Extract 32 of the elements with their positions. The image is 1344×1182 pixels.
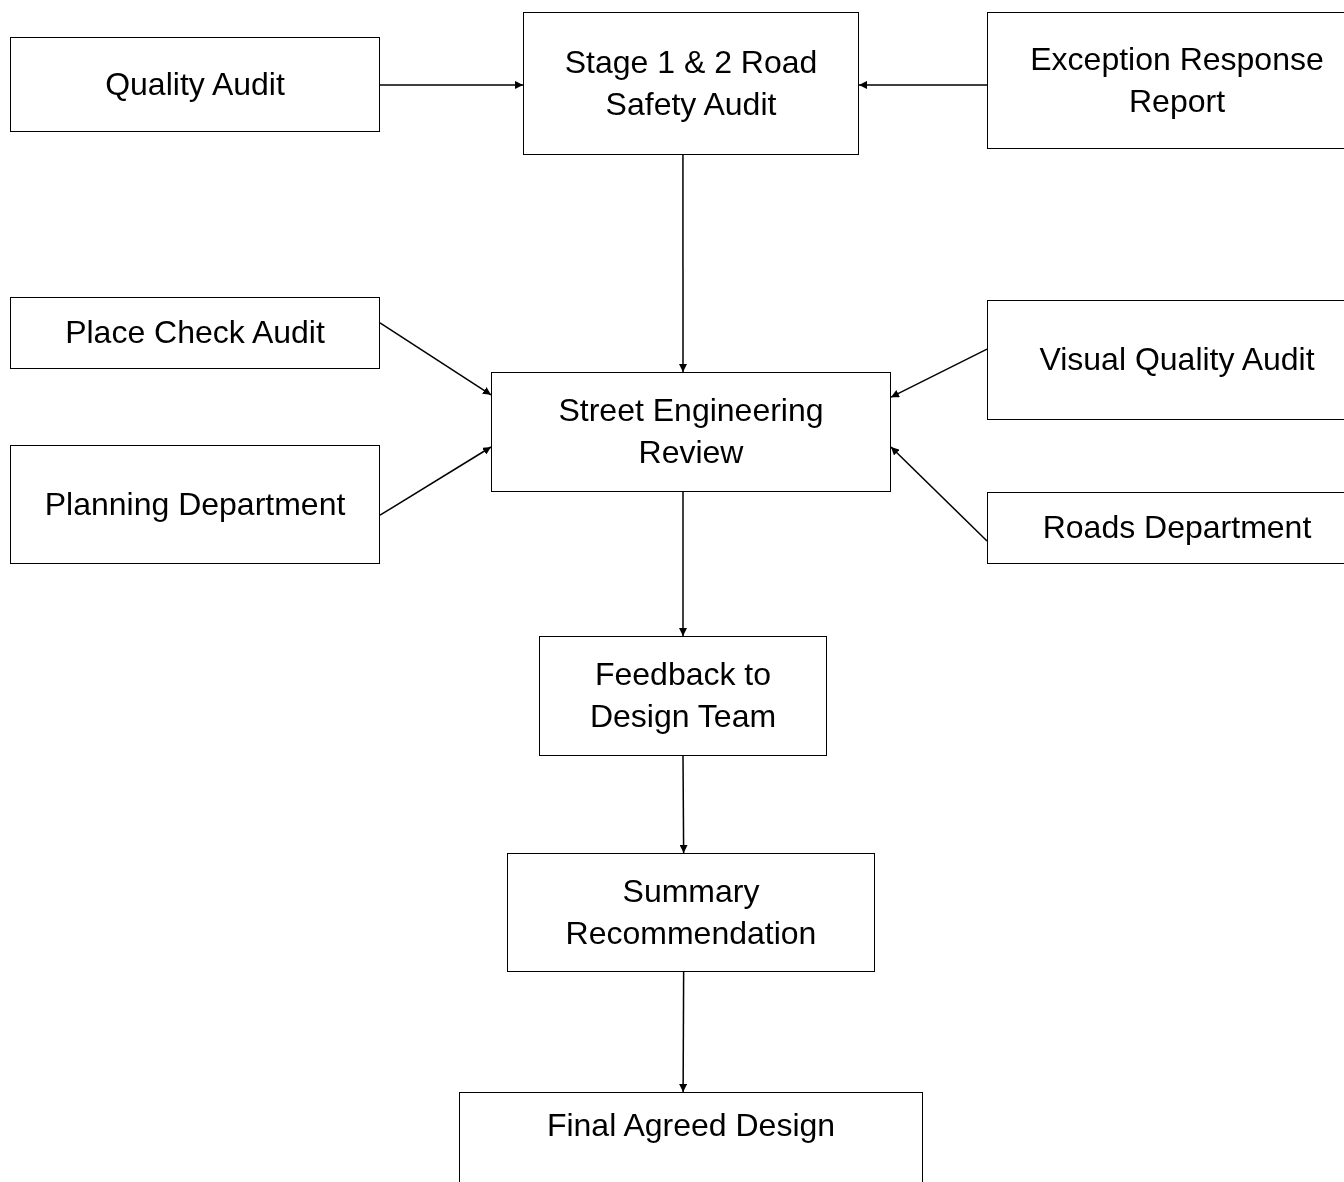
- box-label: Exception Response Report: [1029, 39, 1325, 121]
- process-box: [459, 1092, 923, 1182]
- box-label: Feedback to Design Team: [588, 655, 778, 736]
- process-box: [10, 37, 380, 132]
- process-box: [539, 636, 827, 756]
- process-box: [987, 12, 1344, 149]
- box-label: Planning Department: [44, 484, 346, 524]
- box-label: Stage 1 & 2 Road Safety Audit: [563, 42, 819, 124]
- process-box: [987, 300, 1344, 420]
- box-label: Summary Recommendation: [564, 871, 818, 953]
- process-box: [523, 12, 859, 155]
- process-box: [491, 372, 891, 492]
- process-box: [10, 445, 380, 564]
- box-label: Final Agreed Design: [546, 1106, 836, 1145]
- box-label: Visual Quality Audit: [1039, 340, 1315, 380]
- arrow: [890, 348, 988, 398]
- process-box: [507, 853, 875, 972]
- arrow: [679, 971, 688, 1093]
- arrow: [379, 322, 492, 396]
- box-label: Street Engineering Review: [557, 391, 825, 472]
- process-box: [10, 297, 380, 369]
- arrow: [679, 154, 687, 373]
- box-label: Place Check Audit: [65, 313, 325, 353]
- process-box: [987, 492, 1344, 564]
- arrow: [858, 80, 988, 89]
- arrow: [679, 755, 688, 854]
- arrow: [890, 446, 988, 542]
- box-label: Quality Audit: [105, 64, 285, 104]
- box-label: Roads Department: [1042, 508, 1312, 548]
- arrow: [679, 491, 687, 637]
- arrow: [379, 446, 492, 516]
- arrow: [379, 80, 524, 89]
